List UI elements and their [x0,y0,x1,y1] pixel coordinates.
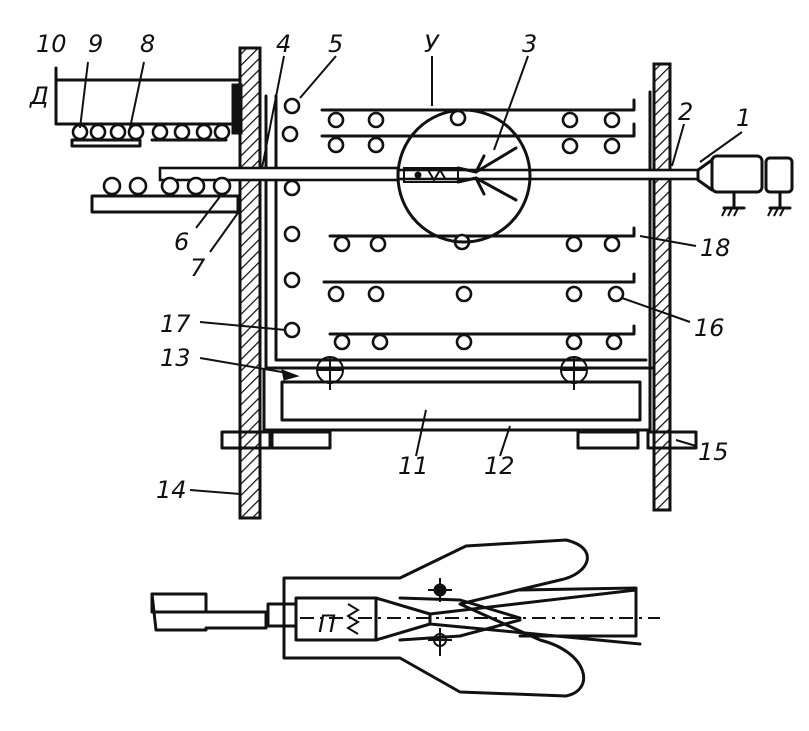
label-10: 10 [36,30,67,58]
label-13: 13 [160,344,191,372]
label-9: 9 [88,30,103,58]
feed-conveyor [90,176,240,214]
roller-supports [281,356,588,390]
pivot-bottom [428,628,452,656]
label-11: 11 [398,452,429,480]
label-v: Д [29,82,49,110]
label-7: 7 [190,254,206,282]
label-15: 15 [698,438,729,466]
label-8: 8 [140,30,155,58]
leader-lines [79,55,743,495]
label-2: 2 [678,98,693,126]
left-wall [238,46,262,520]
label-5: 5 [328,30,343,58]
label-16: 16 [694,314,725,342]
tube-shelves [320,98,636,336]
gripper-small [403,146,518,202]
label-17: 17 [160,310,191,338]
inner-chamber [262,90,656,432]
label-p: П [318,610,336,638]
label-3: 3 [522,30,537,58]
hearth-block [280,380,642,422]
tube-circles [281,97,625,351]
drive-motor [696,154,794,217]
enlarged-gripper-detail: П [150,538,660,698]
label-y: У [424,30,440,58]
label-4: 4 [276,30,291,58]
label-6: 6 [174,228,189,256]
label-12: 12 [484,452,515,480]
label-18: 18 [700,234,731,262]
loading-conveyor [54,66,243,148]
base-feet [220,430,698,450]
label-1: 1 [736,104,751,132]
pivot-top [428,578,452,602]
detail-circle [396,108,532,244]
label-14: 14 [156,476,187,504]
right-wall [652,62,672,512]
